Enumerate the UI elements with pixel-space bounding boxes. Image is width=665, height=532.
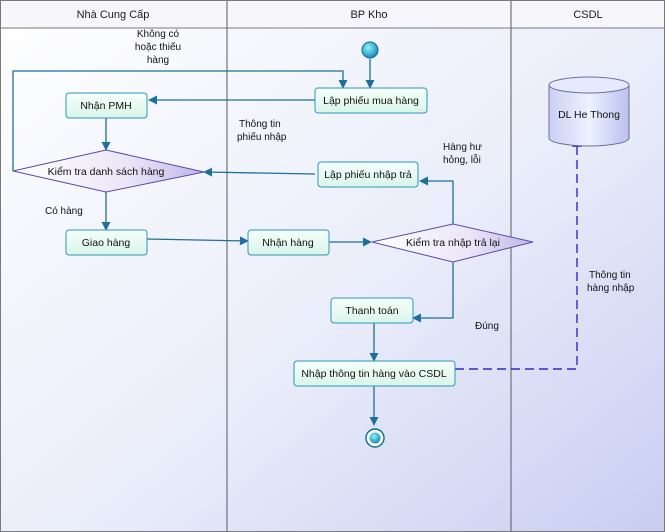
connectors <box>12 59 582 426</box>
note-khong-co-line3: hàng <box>147 55 169 66</box>
activity-label: Giao hàng <box>82 237 131 249</box>
notes: Không có hoặc thiếu hàng Thông tin phiếu… <box>45 29 635 332</box>
activity-nhan-pmh: Nhận PMH <box>65 92 148 119</box>
activity-label: Thanh toán <box>345 305 398 317</box>
decision-kiem-tra-danh-sach-hang: Kiểm tra danh sách hàng <box>12 149 205 193</box>
decision-label: Kiểm tra nhập trả lại <box>406 237 500 249</box>
edge-giao-hang-to-nhan-hang <box>146 236 249 246</box>
note-thong-tin-hang-nhap-line1: Thông tin <box>589 270 631 281</box>
edge-lap-phieu-tra-to-kiem-tra <box>203 167 316 177</box>
lane-title-database: CSDL <box>573 9 602 21</box>
activity-label: Nhận hàng <box>262 237 314 249</box>
activity-label: Lập phiếu mua hàng <box>323 95 419 107</box>
note-co-hang: Có hàng <box>45 206 83 217</box>
note-hang-hu-line1: Hàng hư <box>443 142 482 153</box>
activity-lap-phieu-nhap-tra: Lập phiếu nhập trả <box>317 161 419 188</box>
activity-nhan-hang: Nhận hàng <box>247 229 330 256</box>
datastore-dl-he-thong: DL He Thong <box>548 76 630 147</box>
decision-kiem-tra-nhap-tra-lai: Kiểm tra nhập trả lại <box>371 223 534 263</box>
note-thong-tin-phieu-nhap-line1: Thông tin <box>239 119 281 130</box>
lane-header-band <box>0 0 665 28</box>
edge-thieu-hang-loop <box>12 70 348 171</box>
lane-title-warehouse: BP Kho <box>350 9 387 21</box>
datastore-label: DL He Thong <box>558 109 620 121</box>
edge-dung-to-thanh-toan <box>412 262 454 323</box>
activity-nhap-thong-tin-csdl: Nhập thông tin hàng vào CSDL <box>293 360 456 387</box>
start-node <box>361 41 379 59</box>
note-dung: Đúng <box>475 321 499 332</box>
lane-title-supplier: Nhà Cung Cấp <box>77 9 150 21</box>
note-thong-tin-hang-nhap-line2: hàng nhập <box>587 283 635 294</box>
activity-label: Nhập thông tin hàng vào CSDL <box>301 368 447 380</box>
edge-hu-hong-to-lap-phieu-tra <box>419 176 454 224</box>
activity-giao-hang: Giao hàng <box>65 229 148 256</box>
note-khong-co-line1: Không có <box>137 29 180 40</box>
note-khong-co-line2: hoặc thiếu <box>135 41 181 53</box>
activity-thanh-toan: Thanh toán <box>330 297 414 324</box>
activity-label: Nhận PMH <box>80 100 131 112</box>
note-thong-tin-phieu-nhap-line2: phiếu nhập <box>237 131 287 143</box>
activity-label: Lập phiếu nhập trả <box>324 169 412 181</box>
decision-label: Kiểm tra danh sách hàng <box>48 166 165 178</box>
note-hang-hu-line2: hỏng, lỗi <box>443 153 481 166</box>
activity-lap-phieu-mua-hang: Lập phiếu mua hàng <box>314 87 428 114</box>
end-node <box>365 428 385 448</box>
